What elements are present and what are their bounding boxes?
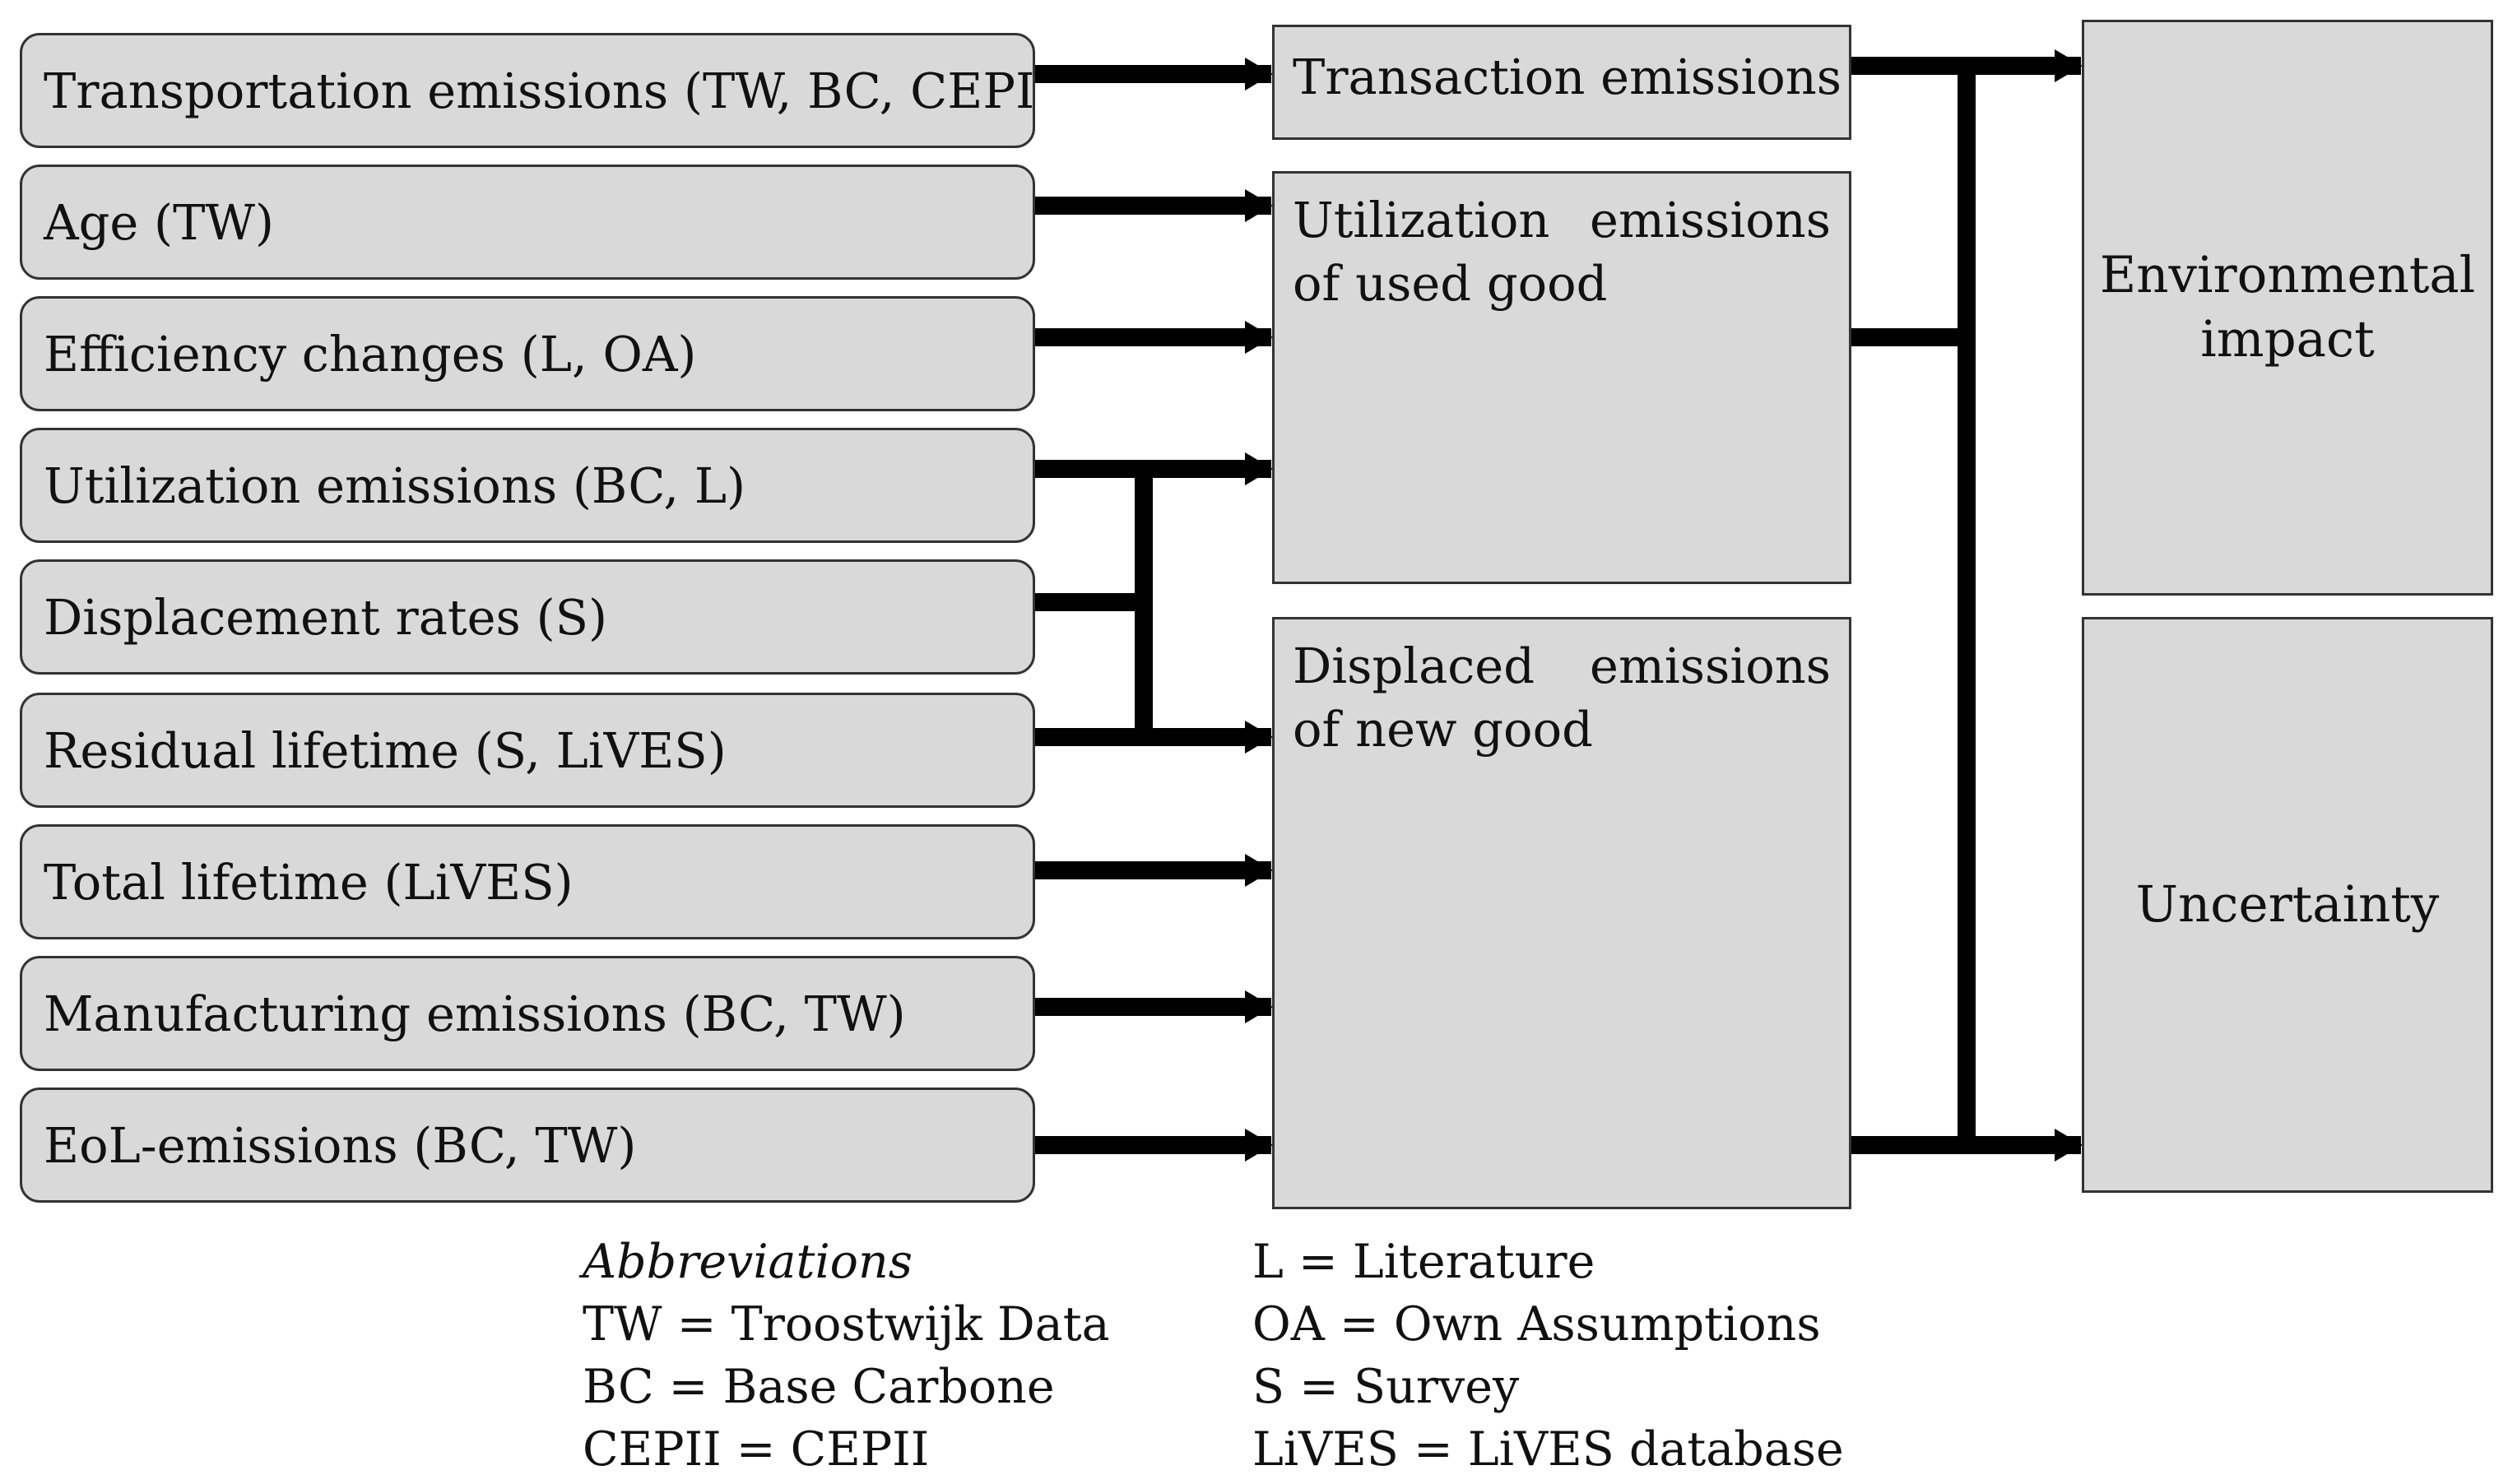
legend-entry: S = Survey <box>1252 1360 1520 1414</box>
legend-right-column: L = Literature OA = Own Assumptions S = … <box>1252 1231 1844 1481</box>
legend-left-column: Abbreviations TW = Troostwijk Data BC = … <box>583 1231 1110 1481</box>
input-label: Total lifetime (LiVES) <box>44 853 574 911</box>
legend-entry: BC = Base Carbone <box>583 1360 1055 1414</box>
input-manufacturing-emissions: Manufacturing emissions (BC, TW) <box>20 956 1035 1071</box>
uncertainty-box: Uncertainty <box>2082 617 2493 1193</box>
legend-entry: CEPII = CEPII <box>583 1422 930 1477</box>
input-label: Transportation emissions (TW, BC, CEPII) <box>44 62 1035 119</box>
input-efficiency-changes: Efficiency changes (L, OA) <box>20 296 1035 411</box>
input-label: Displacement rates (S) <box>44 588 608 646</box>
transaction-emissions-label: Transaction emissions <box>1293 49 1842 105</box>
input-label: Efficiency changes (L, OA) <box>44 325 697 383</box>
legend-entry: L = Literature <box>1252 1235 1595 1289</box>
input-age: Age (TW) <box>20 165 1035 280</box>
input-total-lifetime: Total lifetime (LiVES) <box>20 824 1035 939</box>
input-label: Utilization emissions (BC, L) <box>44 457 746 514</box>
transaction-emissions-box: Transaction emissions <box>1272 25 1851 140</box>
utilization-emissions-used-good-label: Utilization emissions of used good <box>1293 192 1831 312</box>
input-transportation-emissions: Transportation emissions (TW, BC, CEPII) <box>20 33 1035 148</box>
input-displacement-rates: Displacement rates (S) <box>20 559 1035 675</box>
uncertainty-label: Uncertainty <box>2135 875 2440 934</box>
legend-entry: OA = Own Assumptions <box>1252 1297 1821 1352</box>
environmental-impact-label: Environmental impact <box>2099 246 2476 369</box>
input-eol-emissions: EoL-emissions (BC, TW) <box>20 1087 1035 1203</box>
displaced-emissions-new-good-box: Displaced emissions of new good <box>1272 617 1851 1209</box>
legend-entry: LiVES = LiVES database <box>1252 1422 1844 1477</box>
input-label: Age (TW) <box>44 193 275 251</box>
displaced-emissions-new-good-label: Displaced emissions of new good <box>1293 638 1831 758</box>
environmental-impact-box: Environmental impact <box>2082 20 2493 596</box>
utilization-emissions-used-good-box: Utilization emissions of used good <box>1272 171 1851 584</box>
legend-title: Abbreviations <box>583 1235 913 1289</box>
legend-entry: TW = Troostwijk Data <box>583 1297 1110 1352</box>
input-residual-lifetime: Residual lifetime (S, LiVES) <box>20 693 1035 808</box>
input-label: EoL-emissions (BC, TW) <box>44 1116 637 1174</box>
input-utilization-emissions: Utilization emissions (BC, L) <box>20 428 1035 543</box>
input-label: Manufacturing emissions (BC, TW) <box>44 985 906 1042</box>
input-label: Residual lifetime (S, LiVES) <box>44 721 727 779</box>
